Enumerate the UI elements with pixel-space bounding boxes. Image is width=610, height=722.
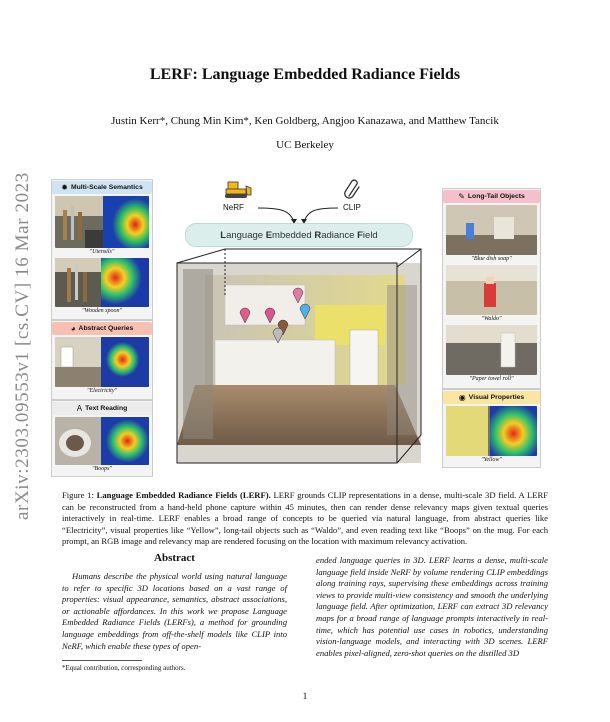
kitchen-scene-cube bbox=[176, 248, 422, 464]
panel-long-tail-objects: ✎ Long-Tail Objects "Blue dish soap" "Wa… bbox=[442, 188, 541, 389]
footnote: *Equal contribution, corresponding autho… bbox=[62, 664, 186, 672]
wooden-spoon-image bbox=[55, 258, 149, 307]
paper-title: LERF: Language Embedded Radiance Fields bbox=[149, 66, 461, 83]
abstract-right-column: ended language queries in 3D. LERF learn… bbox=[316, 555, 548, 658]
query-caption: "Yellow" bbox=[481, 457, 502, 463]
figure-caption: Figure 1: Language Embedded Radiance Fie… bbox=[62, 490, 548, 547]
nerf-bulldozer-icon bbox=[222, 178, 252, 200]
abstract-heading: Abstract bbox=[154, 552, 195, 564]
eye-icon: ◉ bbox=[458, 393, 466, 402]
merge-arrows bbox=[257, 207, 339, 224]
paper-towel-roll-image bbox=[446, 325, 537, 375]
panel-header: ◉ Visual Properties bbox=[443, 391, 540, 404]
query-caption: "Utensils" bbox=[89, 249, 115, 255]
clip-paperclip-icon bbox=[343, 178, 363, 200]
arxiv-stamp: arXiv:2303.09553v1 [cs.CV] 16 Mar 2023 bbox=[12, 172, 33, 520]
nerf-label: NeRF bbox=[223, 203, 244, 212]
yellow-image bbox=[446, 406, 537, 456]
query-caption: "Boops" bbox=[91, 466, 113, 472]
panel-text-reading: A Text Reading "Boops" bbox=[51, 400, 153, 477]
query-pins bbox=[239, 287, 311, 344]
abstract-left-column: Humans describe the physical world using… bbox=[62, 571, 287, 651]
panel-visual-properties: ◉ Visual Properties "Yellow" bbox=[442, 389, 541, 468]
brain-icon: ◕ bbox=[70, 324, 76, 333]
panel-multi-scale-semantics: ✹ Multi-Scale Semantics "Utensils" "Wood… bbox=[51, 179, 153, 320]
waldo-image bbox=[446, 265, 537, 315]
query-caption: "Waldo" bbox=[481, 316, 502, 322]
clip-label: CLIP bbox=[343, 203, 361, 212]
letter-a-icon: A bbox=[76, 404, 83, 413]
footnote-rule bbox=[62, 660, 142, 661]
paperclip-icon: ✎ bbox=[458, 192, 465, 201]
utensils-image bbox=[55, 196, 149, 248]
electricity-image bbox=[55, 337, 149, 387]
panel-header: ✎ Long-Tail Objects bbox=[443, 190, 540, 203]
boops-image bbox=[55, 417, 149, 465]
panel-header: ◕ Abstract Queries bbox=[52, 322, 152, 335]
query-caption: "Paper towel roll" bbox=[469, 376, 514, 382]
query-caption: "Wooden spoon" bbox=[82, 308, 122, 314]
blue-dish-soap-image bbox=[446, 205, 537, 255]
sparkle-icon: ✹ bbox=[61, 183, 68, 192]
affiliation: UC Berkeley bbox=[276, 139, 334, 151]
panel-abstract-queries: ◕ Abstract Queries "Electricity" bbox=[51, 320, 153, 400]
page-number: 1 bbox=[302, 692, 308, 702]
author-list: Justin Kerr*, Chung Min Kim*, Ken Goldbe… bbox=[111, 115, 499, 127]
query-caption: "Blue dish soap" bbox=[471, 256, 512, 262]
query-caption: "Electricity" bbox=[86, 388, 118, 394]
panel-header: A Text Reading bbox=[52, 402, 152, 415]
panel-header: ✹ Multi-Scale Semantics bbox=[52, 181, 152, 194]
